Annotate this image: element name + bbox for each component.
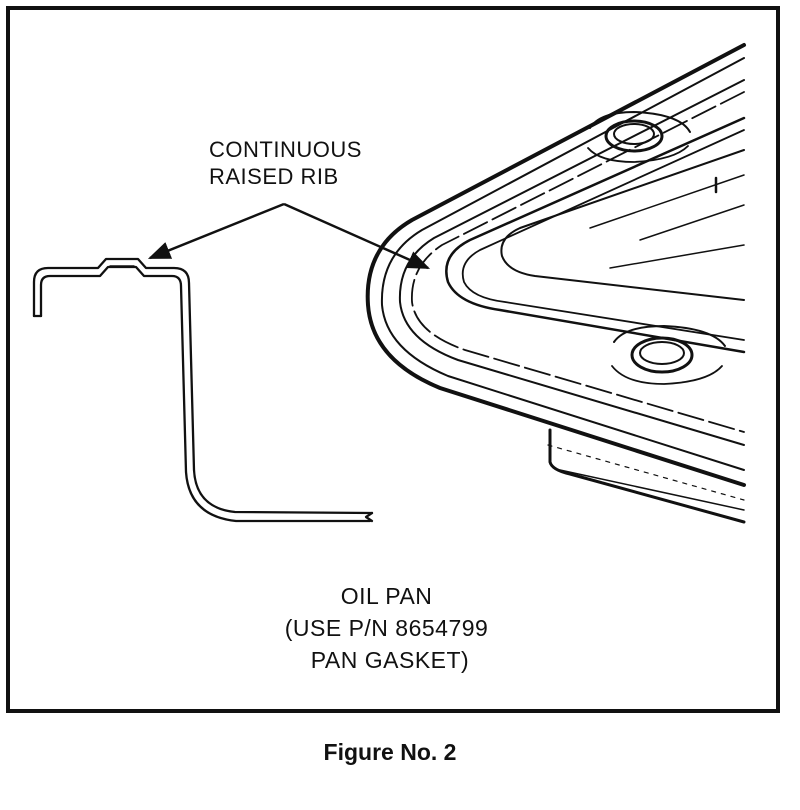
figure-frame [6,6,780,713]
arrow-to-cross-section [147,202,285,260]
oil-pan-illustration [365,43,746,524]
part-label: OIL PAN (USE P/N 8654799 PAN GASKET) [285,583,496,673]
figure-caption: Figure No. 2 [324,739,457,765]
part-label-line-2: (USE P/N 8654799 [285,615,489,641]
callout-line-2: RAISED RIB [209,164,339,189]
callout-line-1: CONTINUOUS [209,137,362,162]
part-label-line-3: PAN GASKET) [311,647,469,673]
gasket-cross-section [32,257,374,523]
callout-label: CONTINUOUS RAISED RIB [209,137,369,189]
callout-arrows [147,202,431,270]
arrow-to-oil-pan [283,202,431,270]
part-label-line-1: OIL PAN [341,583,433,609]
